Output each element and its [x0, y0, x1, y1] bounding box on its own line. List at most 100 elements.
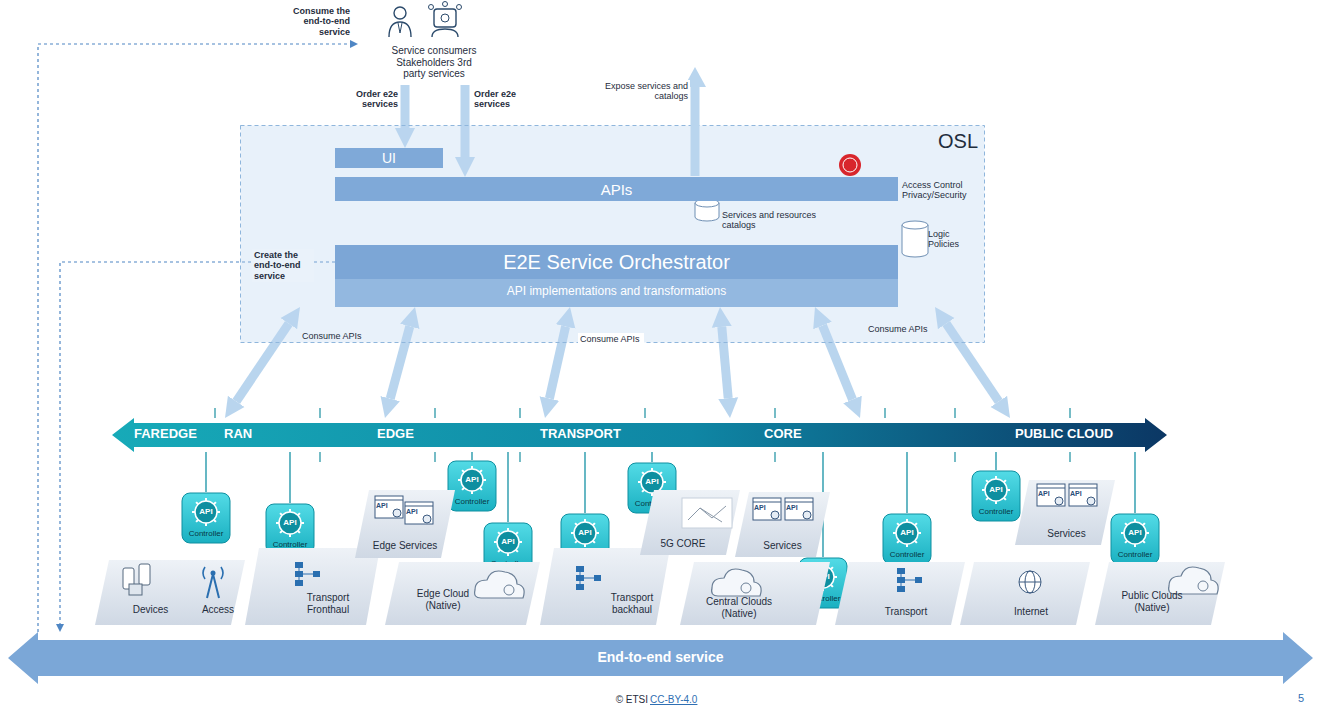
text-slot: Services — [745, 540, 820, 552]
text-slot: Controller — [181, 529, 231, 538]
api-controller-text: API — [627, 477, 677, 486]
text-slot: © ETSI — [604, 694, 648, 706]
text-slot: Transport Fronthaul — [293, 592, 363, 615]
domain-tile: Transport Fronthaul — [245, 548, 380, 625]
text-slot: Controller — [882, 550, 932, 559]
domain-arrow-band: FAREDGERANEDGETRANSPORTCOREPUBLIC CLOUD — [112, 418, 1167, 452]
controller-link — [906, 452, 907, 513]
interface-bar: UI — [335, 148, 443, 168]
domain-tile-text: Devices — [123, 604, 178, 616]
domain-tile: 5G CORE — [640, 490, 740, 555]
api-controller-text: Controller — [882, 550, 932, 559]
text-slot: Edge Cloud (Native) — [403, 588, 483, 611]
api-controller-text: Controller — [181, 529, 231, 538]
interface-bar-text: UI — [335, 150, 443, 166]
text-slot: APIs — [335, 181, 898, 198]
text-slot: API — [971, 485, 1021, 494]
text-slot: Edge Services — [365, 540, 445, 552]
text-slot: 5 — [1292, 692, 1310, 705]
orchestrator-box: E2E Service OrchestratorAPI implementati… — [335, 245, 898, 307]
domain-tile: Central Clouds (Native) — [680, 562, 830, 625]
domain-tile-text: Transport Fronthaul — [293, 592, 363, 615]
service-arrow-band: End-to-end service — [8, 632, 1313, 684]
text-slot: EDGE — [377, 427, 437, 442]
domain-arrow-band-text: FAREDGE — [134, 427, 214, 442]
domain-tile: Transport — [835, 562, 965, 625]
api-controller: API Controller — [1110, 513, 1160, 565]
domain-tile-text: 5G CORE — [648, 538, 718, 550]
text-slot: API — [1110, 528, 1160, 537]
domain-tile: Internet — [960, 562, 1090, 625]
text-slot: FAREDGE — [134, 427, 214, 442]
interface-bar-text: APIs — [335, 181, 898, 198]
domain-tile-text: Services — [1029, 528, 1104, 540]
domain-tile: Services — [1015, 480, 1115, 545]
controller-link — [651, 452, 652, 462]
controller-link — [1134, 452, 1135, 513]
text-slot: API — [483, 537, 533, 546]
api-controller-text: API — [181, 507, 231, 516]
interface-bar: APIs — [335, 177, 898, 201]
controller-link — [471, 452, 472, 460]
text-slot: API — [560, 528, 610, 537]
domain-tile-text: Edge Services — [365, 540, 445, 552]
controller-link — [507, 452, 508, 522]
text-slot: OSL — [938, 130, 984, 153]
text-slot: Internet — [996, 606, 1066, 618]
domain-tile-text: Edge Cloud (Native) — [403, 588, 483, 611]
text-slot: API — [447, 475, 497, 484]
text-slot: Transport backhaul — [602, 592, 662, 615]
domain-tile-shape — [95, 560, 245, 625]
text-slot: Transport — [871, 606, 941, 618]
domain-tile-text: Access — [193, 604, 243, 616]
text-slot: Public Clouds (Native) — [1107, 590, 1197, 613]
api-controller-text: API — [560, 528, 610, 537]
text-slot: Services — [1029, 528, 1104, 540]
text-slot: UI — [335, 150, 443, 166]
api-controller-text: API — [265, 518, 315, 527]
domain-arrow-band-text: CORE — [764, 427, 824, 442]
annotation: CC-BY-4.0 — [650, 694, 710, 706]
text-slot: Controller — [265, 540, 315, 549]
edge-label: Order e2e services — [340, 88, 400, 111]
domain-tile: Devices Access — [95, 560, 245, 625]
edge-label: Order e2e services — [472, 88, 532, 111]
api-controller-text: API — [447, 475, 497, 484]
text-slot: Central Clouds (Native) — [694, 596, 784, 619]
text-slot: Expose services and catalogs — [590, 80, 690, 103]
api-controller-text: Controller — [447, 497, 497, 506]
annotation: 5 — [1292, 692, 1310, 705]
text-slot: API — [882, 528, 932, 537]
api-controller-text: API — [971, 485, 1021, 494]
controller-link — [584, 452, 585, 513]
text-slot: Controller — [971, 507, 1021, 516]
text-slot: Order e2e services — [340, 88, 400, 111]
service-arrow-band-text: End-to-end service — [8, 649, 1313, 665]
domain-tile: Edge Cloud (Native) — [385, 562, 540, 625]
text-slot: PUBLIC CLOUD — [1015, 427, 1127, 442]
annotation: Expose services and catalogs — [590, 80, 690, 103]
text-slot: End-to-end service — [8, 649, 1313, 665]
domain-arrow-band-text: RAN — [224, 427, 274, 442]
api-arrow — [401, 85, 410, 128]
text-slot: Service consumers Stakeholders 3rd party… — [388, 45, 480, 80]
api-controller-text: API — [483, 537, 533, 546]
domain-arrow-band-text: EDGE — [377, 427, 437, 442]
api-controller: API Controller — [971, 470, 1021, 522]
domain-tile: Edge Services — [355, 490, 455, 558]
domain-tile-text: Central Clouds (Native) — [694, 596, 784, 619]
domain-tile: Transport backhaul — [540, 548, 670, 625]
api-controller: API Controller — [265, 503, 315, 555]
text-slot: API implementations and transformations — [335, 285, 898, 299]
domain-tile-text: Public Clouds (Native) — [1107, 590, 1197, 613]
api-controller-text: Controller — [265, 540, 315, 549]
text-slot: Devices — [123, 604, 178, 616]
platform-boundary: OSL UI APIsE2E Service OrchestratorAPI imp… — [240, 125, 985, 343]
domain-tile: Services — [735, 492, 830, 557]
text-slot: Controller — [1110, 550, 1160, 559]
domain-arrow-band-text: PUBLIC CLOUD — [1015, 427, 1127, 442]
stakeholder-group-text: Service consumers Stakeholders 3rd party… — [388, 45, 480, 80]
api-controller: API Controller — [882, 513, 932, 565]
controller-link — [205, 452, 206, 492]
